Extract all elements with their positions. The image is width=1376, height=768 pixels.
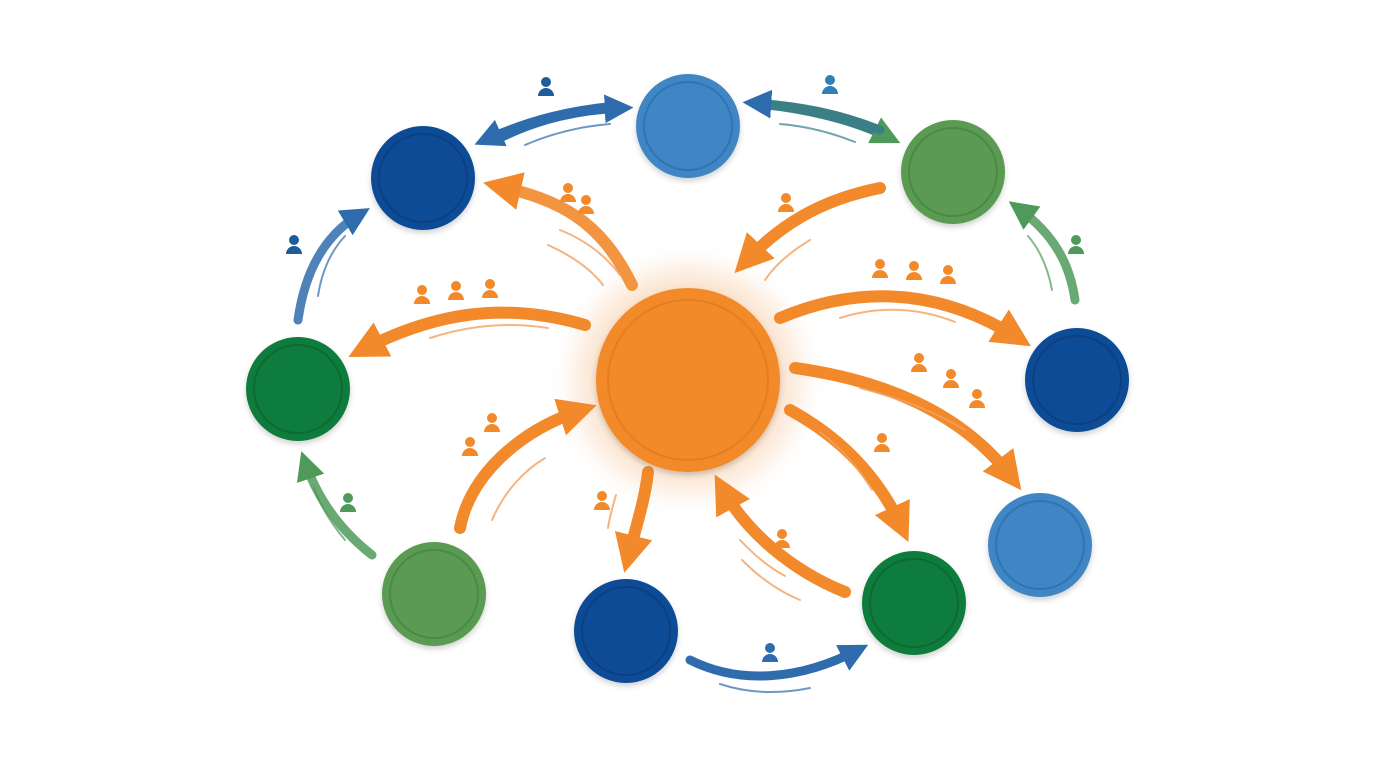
person-icon: [1068, 235, 1084, 254]
hub-arrows: [348, 172, 1031, 598]
arrow-n9-n1: [495, 94, 634, 143]
arrow-hub-to-n3: [774, 290, 1031, 347]
people-group-icon: [874, 433, 890, 452]
ring-arrows: [293, 89, 1080, 681]
hub-node: [596, 288, 780, 472]
people-group-icon: [560, 183, 594, 214]
node-n1: [636, 74, 740, 178]
motion-streaks: [429, 229, 966, 601]
arrow-n7-to-hub: [454, 398, 597, 534]
arrow-n8-n9: [293, 208, 370, 325]
arrow-hub-to-n9: [483, 172, 638, 291]
person-icon: [340, 493, 356, 512]
people-groups: [414, 183, 985, 548]
person-icon: [822, 75, 838, 94]
node-n4: [988, 493, 1092, 597]
people-group-icon: [774, 529, 790, 548]
people-group-icon: [414, 279, 498, 304]
arrow-n7-n8: [296, 451, 377, 560]
outer-nodes: [246, 74, 1129, 683]
arrow-n3-n2: [1008, 201, 1080, 305]
arrow-n2-to-hub: [734, 182, 886, 274]
ring-people: [286, 75, 1084, 662]
node-n3: [1025, 328, 1129, 432]
people-group-icon: [778, 193, 794, 212]
person-icon: [538, 77, 554, 96]
node-n6: [574, 579, 678, 683]
node-n2: [901, 120, 1005, 224]
arrow-n6-n5: [685, 644, 869, 681]
node-n8: [246, 337, 350, 441]
arrow-n2-n1: [742, 89, 885, 135]
person-icon: [286, 235, 302, 254]
node-n9: [371, 126, 475, 230]
arrow-hub-to-n8: [348, 306, 591, 358]
arrow-hub-to-n6: [614, 466, 654, 573]
people-group-icon: [911, 353, 985, 408]
people-group-icon: [462, 413, 500, 456]
person-icon: [762, 643, 778, 662]
arrow-n5-to-hub: [714, 474, 851, 598]
people-group-icon: [594, 491, 610, 510]
arrow-hub-to-n5: [784, 404, 910, 542]
node-n5: [862, 551, 966, 655]
arrow-hub-to-n4: [789, 362, 1022, 491]
people-group-icon: [872, 259, 956, 284]
node-n7: [382, 542, 486, 646]
ring-streaks: [313, 123, 1053, 694]
